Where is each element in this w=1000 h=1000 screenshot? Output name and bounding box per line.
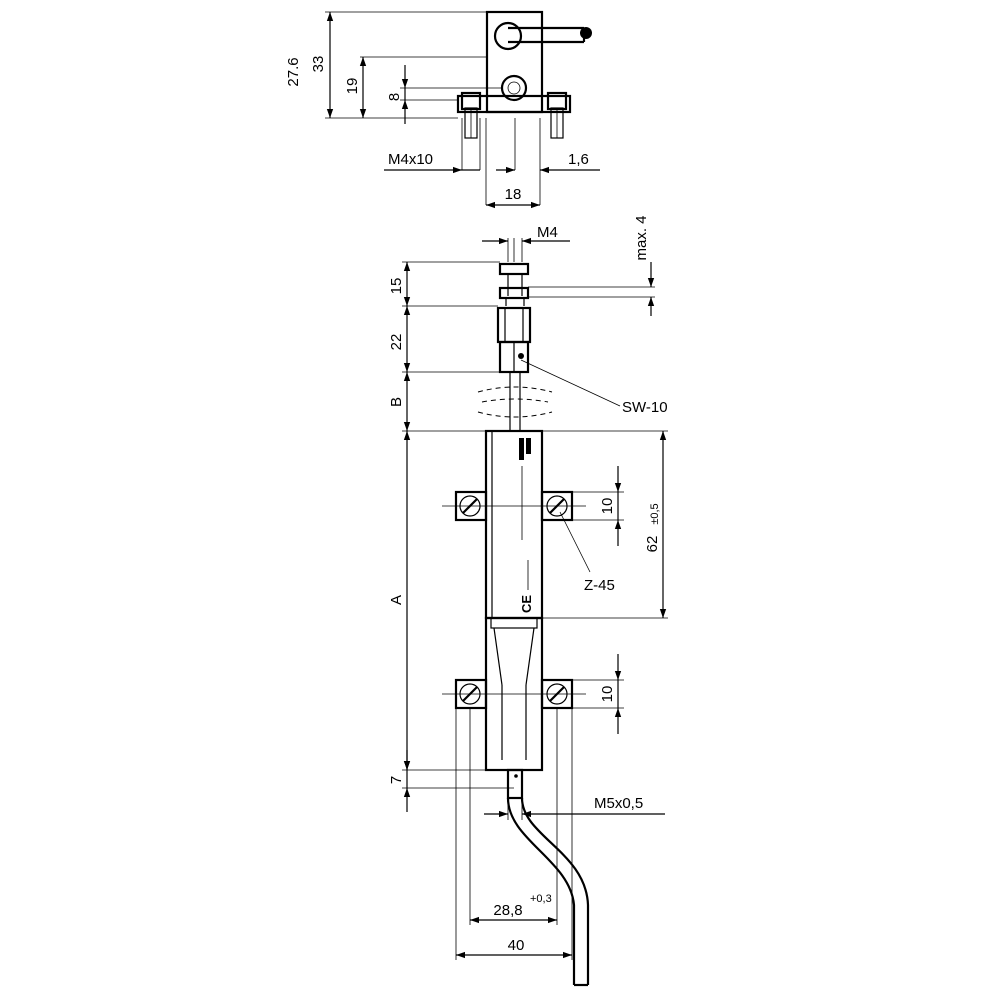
dim-8: 8 — [386, 93, 403, 101]
dim-max-4: max. 4 — [633, 215, 650, 260]
dim-10-lower: 10 — [599, 686, 616, 703]
dim-18: 18 — [505, 186, 522, 203]
dim-m4x10: M4x10 — [388, 151, 433, 168]
dim-15: 15 — [388, 278, 405, 295]
callout-z45: Z-45 — [584, 577, 615, 594]
dim-a: A — [388, 595, 405, 605]
dim-28-8: 28,8 — [493, 902, 522, 919]
dim-m5x0-5: M5x0,5 — [594, 795, 643, 812]
dim-22: 22 — [388, 334, 405, 351]
dim-27-6: 27.6 — [285, 57, 302, 86]
ce-mark: CE — [519, 595, 534, 613]
side-view: M4 max. 4 — [388, 215, 668, 987]
plunger-nut — [498, 262, 530, 306]
dim-40: 40 — [508, 937, 525, 954]
sensor-body — [484, 429, 544, 620]
plunger-body — [496, 306, 532, 374]
lever-arm — [493, 21, 592, 51]
left-mount-screw — [460, 91, 482, 139]
top-view: 33 27.6 19 8 M4x10 1,6 18 — [285, 10, 600, 209]
dim-62: 62 — [644, 536, 661, 553]
svg-text:CE: CE — [519, 595, 534, 613]
dim-19: 19 — [344, 78, 361, 95]
callout-sw10: SW-10 — [622, 399, 668, 416]
right-mount-screw — [546, 91, 568, 139]
cable-strain-relief — [484, 616, 544, 800]
dim-28-8-tolerance: +0,3 — [530, 893, 552, 905]
dim-b: B — [388, 397, 405, 407]
cable — [506, 797, 590, 987]
dim-10-upper: 10 — [599, 498, 616, 515]
dim-33: 33 — [310, 56, 327, 73]
dim-m4: M4 — [537, 224, 558, 241]
dim-1-6: 1,6 — [568, 151, 589, 168]
dim-7: 7 — [388, 776, 405, 784]
dim-62-tolerance: ±0,5 — [649, 503, 661, 524]
mounting-plate — [456, 94, 572, 114]
